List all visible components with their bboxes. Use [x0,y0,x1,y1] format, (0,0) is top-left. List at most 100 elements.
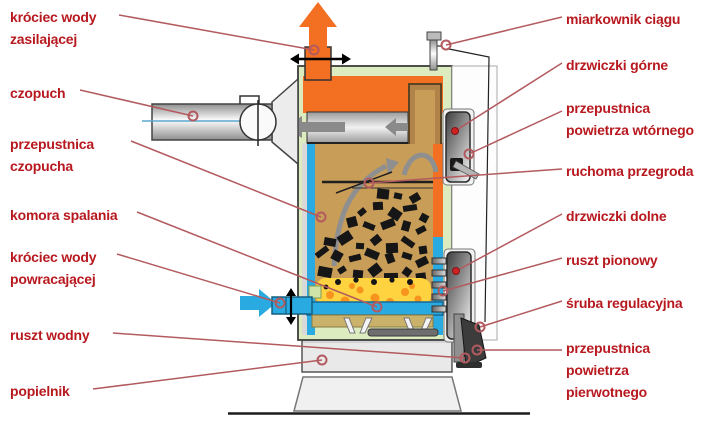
leader-line-krociec-wody-zasilajacej [118,14,315,51]
label-ruchoma-przegroda: ruchoma przegroda [566,160,693,182]
label-line: popielnik [10,383,70,399]
label-line: czopucha [10,158,73,174]
label-line: przepustnica [566,340,650,356]
leader-endpoint-miarkownik-ciagu [440,39,452,51]
coal-piece [367,262,383,278]
leader-endpoint-krociec-wody-powracajacej [274,297,286,309]
coal-piece [401,266,413,278]
label-line: drzwiczki górne [566,57,669,73]
coal-piece [401,251,413,261]
leader-endpoint-sruba-regulacyjna [474,321,486,333]
coal-piece [402,203,418,213]
hot-water-up-arrow [299,2,337,50]
label-line: śruba regulacyjna [566,295,683,311]
leader-line-miarkownik-ciagu [445,16,563,46]
leader-endpoint-komora-spalania [371,301,383,313]
coal-piece [345,215,359,229]
label-komora-spalania: komora spalania [10,204,118,226]
label-sruba-regulacyjna: śruba regulacyjna [566,292,683,314]
label-line: powracającej [10,271,96,287]
label-line: przepustnica [10,136,94,152]
label-przepustnica-powietrza-pierwotnego: przepustnica powietrza pierwotnego [566,337,650,403]
label-popielnik: popielnik [10,380,70,402]
coal-piece [317,265,333,279]
leader-line-sruba-regulacyjna [479,300,563,328]
coal-piece [337,265,347,275]
label-czopuch: czopuch [10,82,66,104]
label-ruszt-wodny: ruszt wodny [10,324,90,346]
coal-piece [330,249,344,263]
label-drzwiczki-gorne: drzwiczki górne [566,54,668,76]
draft-regulator [426,31,442,71]
leader-line-ruchoma-przegroda [368,168,563,184]
leader-line-drzwiczki-gorne [454,62,563,132]
leader-endpoint-popielnik [316,354,328,366]
coal-piece [387,206,403,222]
leader-endpoint-drzwiczki-dolne [452,267,460,275]
damper-adjust-arrow-horizontal [290,53,351,65]
cold-water-arrow [240,289,276,317]
leader-endpoint-drzwiczki-gorne [451,127,459,135]
coal-piece [383,272,399,280]
coal-piece [400,235,416,249]
coal-piece [415,225,427,235]
leader-endpoint-przepustnica-powietrza-wtornego [463,148,475,160]
label-line: króciec wody [10,249,97,265]
coal-piece [384,251,396,265]
label-line: powietrza wtórnego [566,122,694,138]
label-przepustnica-powietrza-wtornego: przepustnica powietrza wtórnego [566,97,694,141]
coal-piece [372,201,384,211]
flue-pipe [142,77,299,166]
leader-endpoint-czopuch [187,110,199,122]
front-panel [426,31,498,368]
leader-line-popielnik [92,359,323,390]
coal-piece [376,188,390,200]
coal-piece [418,212,430,224]
label-line: ruchoma przegroda [566,163,694,179]
leader-endpoint-ruszt-wodny [459,352,471,364]
label-line: króciec wody [10,9,97,25]
label-krociec-wody-powracajacej: króciec wody powracającej [10,246,97,290]
vertical-grate-teeth [431,257,447,313]
label-line: zasilającej [10,31,78,47]
label-line: ruszt wodny [10,327,90,343]
regulator-chain [448,48,490,323]
coal-piece [362,220,376,232]
leader-endpoint-ruszt-pionowy [437,285,449,297]
coal-piece [323,237,337,247]
coal-piece [400,220,412,232]
coal-piece [414,255,430,269]
flue-gas-flow-arrows [285,116,408,138]
label-ruszt-pionowy: ruszt pionowy [566,249,658,271]
leader-line-ruszt-wodny [112,332,466,359]
coal-piece [355,242,365,250]
label-line: ruszt pionowy [566,252,658,268]
coal-piece [357,207,367,217]
leader-line-przepustnica-czopucha [130,140,322,218]
coal-piece [408,191,422,205]
label-przepustnica-czopucha: przepustnica czopucha [10,133,94,177]
label-line: pierwotnego [566,384,648,400]
label-miarkownik-ciagu: miarkownik ciągu [566,8,680,30]
coal-piece [352,269,364,279]
label-krociec-wody-zasilajacej: króciec wody zasilającej [10,6,97,50]
leader-endpoint-krociec-wody-zasilajacej [308,44,320,56]
leader-line-czopuch [79,89,194,117]
coal-piece [393,192,403,200]
damper-adjust-arrow-vertical [286,288,296,325]
leader-line-przepustnica-powietrza-wtornego [468,110,563,155]
leader-line-ruszt-pionowy [442,257,563,292]
label-drzwiczki-dolne: drzwiczki dolne [566,205,667,227]
label-line: przepustnica [566,100,650,116]
coal-piece [380,217,396,231]
coal-piece [369,233,383,247]
coal-piece [418,245,428,255]
leader-endpoint-ruchoma-przegroda [363,177,375,189]
leader-line-drzwiczki-dolne [455,213,563,272]
label-line: drzwiczki dolne [566,208,667,224]
label-line: powietrza [566,362,629,378]
label-line: czopuch [10,85,66,101]
leader-line-krociec-wody-powracajacej [116,253,281,304]
coal-piece [363,247,381,261]
